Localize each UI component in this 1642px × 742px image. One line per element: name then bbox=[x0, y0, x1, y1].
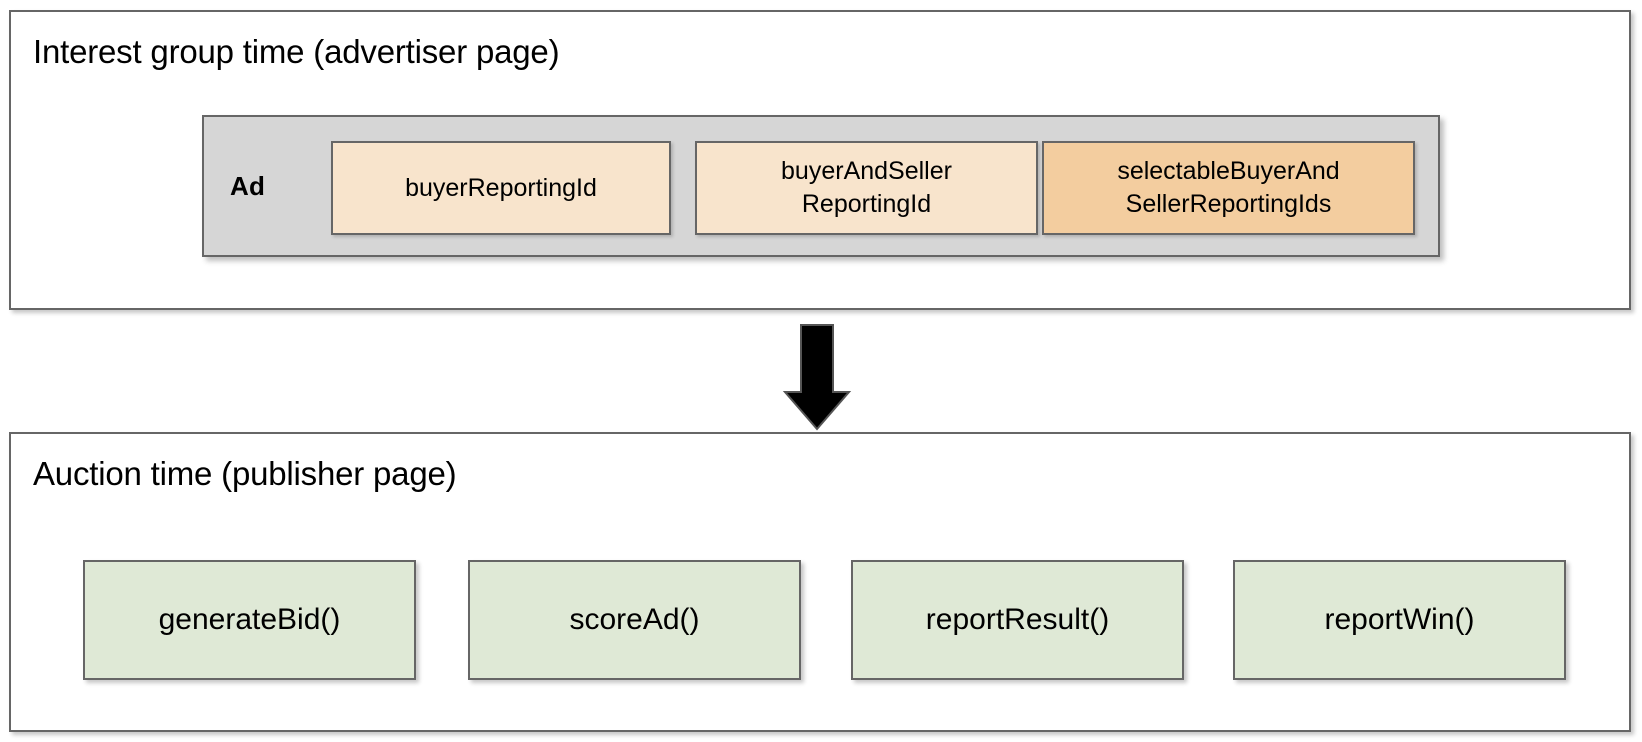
field-buyer-reporting-id-label: buyerReportingId bbox=[405, 173, 597, 202]
publisher-section-title: Auction time (publisher page) bbox=[33, 455, 457, 492]
auction-function-report-win-label: reportWin() bbox=[1324, 603, 1475, 636]
section-advertiser-page: Interest group time (advertiser page) Ad… bbox=[9, 10, 1631, 310]
auction-function-generate-bid-label: generateBid() bbox=[158, 603, 341, 636]
auction-function-report-result-label: reportResult() bbox=[925, 603, 1110, 636]
auction-function-score-ad-label: scoreAd() bbox=[569, 603, 700, 636]
auction-function-report-result[interactable]: reportResult() bbox=[851, 560, 1184, 680]
auction-function-report-win[interactable]: reportWin() bbox=[1233, 560, 1566, 680]
ad-object-label: Ad bbox=[230, 170, 266, 201]
advertiser-section-title: Interest group time (advertiser page) bbox=[33, 33, 560, 70]
down-arrow-icon bbox=[782, 324, 852, 431]
auction-function-score-ad[interactable]: scoreAd() bbox=[468, 560, 801, 680]
field-buyer-reporting-id[interactable]: buyerReportingId bbox=[331, 141, 671, 235]
auction-function-generate-bid[interactable]: generateBid() bbox=[83, 560, 416, 680]
section-publisher-page: Auction time (publisher page) generateBi… bbox=[9, 432, 1631, 732]
